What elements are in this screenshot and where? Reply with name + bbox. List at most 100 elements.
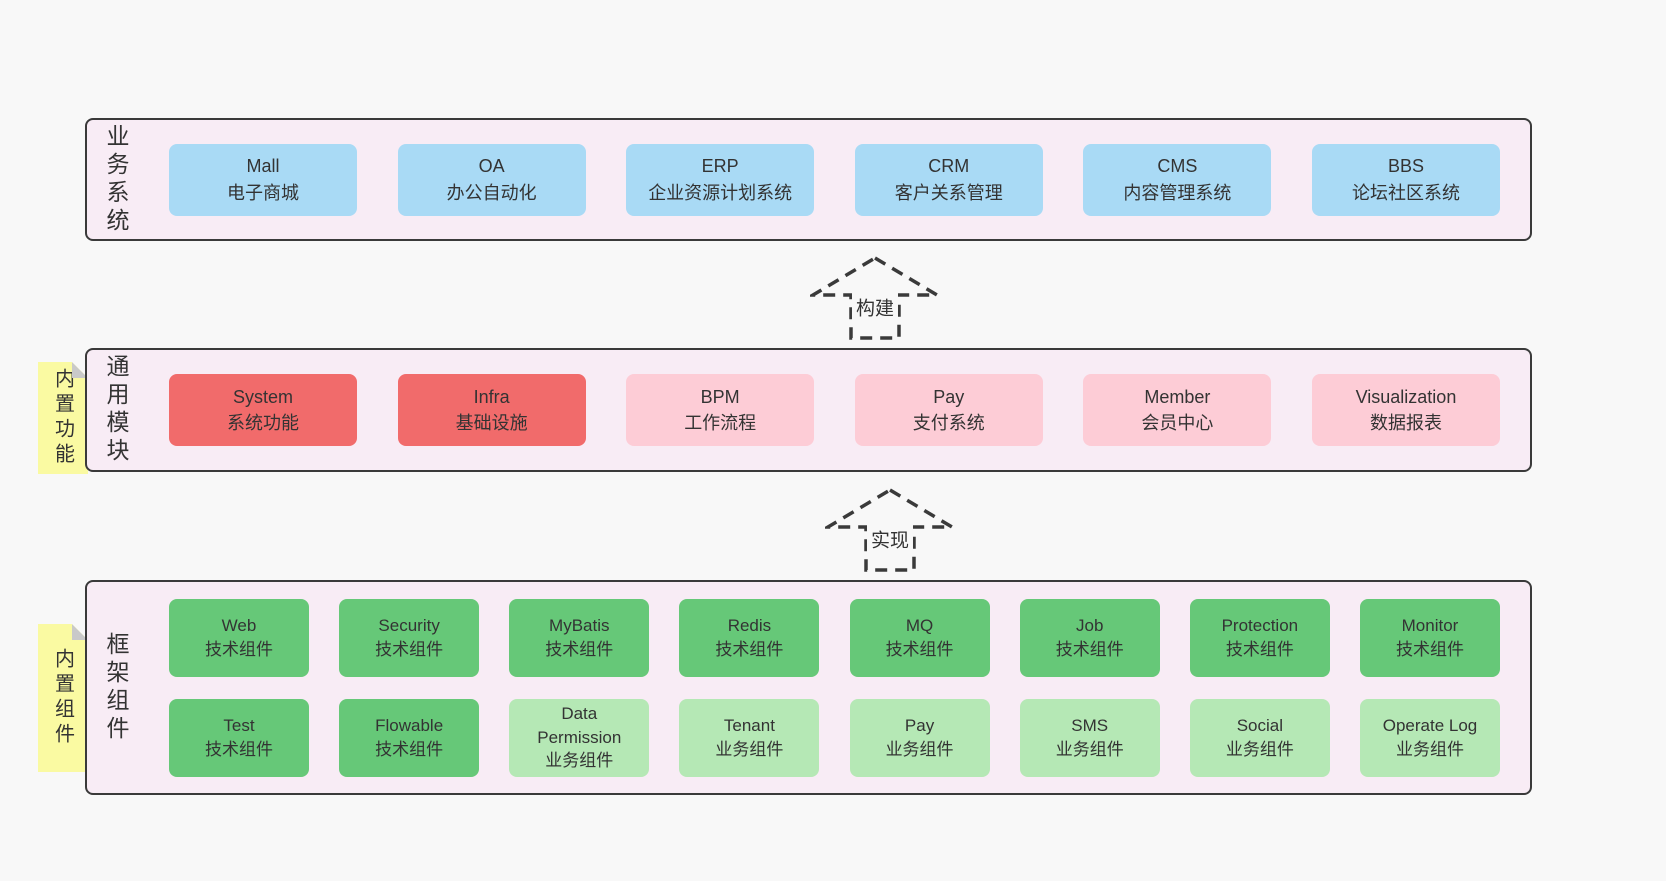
box-monitor: Monitor 技术组件 (1359, 598, 1500, 677)
box-subtitle: 技术组件 (205, 739, 273, 759)
box-title: ERP (701, 156, 739, 177)
box-system: System 系统功能 (169, 374, 357, 446)
box-erp: ERP 企业资源计划系统 (626, 143, 815, 216)
box-redis: Redis 技术组件 (679, 598, 820, 677)
box-visualization: Visualization 数据报表 (1311, 374, 1500, 446)
band-label: 业务系统 (103, 123, 129, 236)
box-title: Test (223, 715, 255, 735)
box-subtitle: 业务组件 (1055, 739, 1124, 759)
box-subtitle: 技术组件 (1225, 639, 1294, 659)
band-business-systems: 业务系统 Mall 电子商城 OA 办公自动化 ERP 企业资源计划系统 CRM… (85, 118, 1532, 241)
box-oa: OA 办公自动化 (397, 143, 586, 216)
box-title: BPM (700, 386, 740, 407)
box-web: Web 技术组件 (169, 598, 309, 677)
box-subtitle: 技术组件 (1055, 639, 1124, 659)
sticky-note-built-in-features: 内置功能 (38, 362, 88, 474)
band-content: System 系统功能 Infra 基础设施 BPM 工作流程 Pay 支付系统… (135, 350, 1530, 470)
box-pay-component: Pay 业务组件 (849, 698, 990, 777)
box-title: OA (478, 156, 505, 177)
box-title: Tenant (723, 715, 775, 735)
box-mall: Mall 电子商城 (169, 143, 357, 216)
box-title: Visualization (1355, 386, 1457, 407)
box-subtitle: 技术组件 (205, 639, 273, 659)
box-subtitle: 工作流程 (684, 413, 757, 433)
box-title: Web (221, 615, 257, 635)
box-title: BBS (1387, 156, 1424, 177)
band-label: 框架组件 (103, 631, 129, 744)
box-subtitle: 系统功能 (227, 413, 299, 433)
box-title: MyBatis (549, 615, 610, 635)
up-arrow-implement: 实现 (825, 487, 955, 573)
box-subtitle: 数据报表 (1369, 413, 1442, 433)
box-tenant: Tenant 业务组件 (679, 698, 820, 777)
band-label: 通用模块 (103, 354, 129, 466)
box-subtitle: 论坛社区系统 (1351, 182, 1460, 203)
box-subtitle: 技术组件 (375, 639, 444, 659)
box-subtitle: 基础设施 (455, 413, 528, 433)
box-title: Pay (904, 715, 935, 735)
sticky-note-label: 内置组件 (51, 648, 74, 748)
sticky-note-label: 内置功能 (51, 368, 74, 468)
band-content: Mall 电子商城 OA 办公自动化 ERP 企业资源计划系统 CRM 客户关系… (135, 120, 1530, 239)
box-title: SMS (1071, 715, 1109, 735)
box-title: Security (378, 615, 440, 635)
box-subtitle: 业务组件 (715, 739, 784, 759)
box-protection: Protection 技术组件 (1189, 598, 1330, 677)
up-arrow-build: 构建 (810, 255, 940, 341)
box-operate-log: Operate Log 业务组件 (1359, 698, 1500, 777)
box-title: System (232, 386, 293, 407)
box-subtitle: 技术组件 (545, 639, 614, 659)
box-subtitle: 技术组件 (1395, 639, 1464, 659)
box-flowable: Flowable 技术组件 (339, 698, 480, 777)
box-title: Data Permission (537, 703, 622, 747)
box-security: Security 技术组件 (339, 598, 480, 677)
box-subtitle: 内容管理系统 (1123, 182, 1232, 203)
box-mq: MQ 技术组件 (849, 598, 990, 677)
component-row-1: Web 技术组件 Security 技术组件 MyBatis 技术组件 Redi… (169, 598, 1500, 677)
box-subtitle: 技术组件 (375, 739, 444, 759)
box-title: Mall (246, 156, 280, 177)
band-framework-components: 框架组件 Web 技术组件 Security 技术组件 MyBatis 技术组件… (85, 580, 1532, 795)
arrow-label: 实现 (866, 524, 914, 554)
box-sms: SMS 业务组件 (1019, 698, 1160, 777)
box-subtitle: 技术组件 (885, 639, 954, 659)
box-subtitle: 技术组件 (715, 639, 784, 659)
box-crm: CRM 客户关系管理 (854, 143, 1043, 216)
box-title: Infra (473, 386, 510, 407)
box-bbs: BBS 论坛社区系统 (1311, 143, 1500, 216)
box-mybatis: MyBatis 技术组件 (509, 598, 650, 677)
box-cms: CMS 内容管理系统 (1083, 143, 1272, 216)
box-subtitle: 办公自动化 (446, 182, 537, 203)
box-title: MQ (905, 615, 934, 635)
box-title: CMS (1157, 156, 1198, 177)
box-data-permission: Data Permission 业务组件 (509, 698, 650, 777)
box-subtitle: 支付系统 (912, 413, 985, 433)
box-title: Redis (727, 615, 772, 635)
sticky-note-built-in-components: 内置组件 (38, 624, 88, 772)
box-subtitle: 客户关系管理 (894, 182, 1003, 203)
box-test: Test 技术组件 (169, 698, 309, 777)
box-subtitle: 业务组件 (545, 751, 614, 771)
component-row-2: Test 技术组件 Flowable 技术组件 Data Permission … (169, 698, 1500, 777)
box-job: Job 技术组件 (1019, 598, 1160, 677)
box-subtitle: 业务组件 (1225, 739, 1294, 759)
box-title: Pay (933, 386, 965, 407)
box-infra: Infra 基础设施 (397, 374, 586, 446)
box-subtitle: 企业资源计划系统 (648, 182, 793, 203)
box-member: Member 会员中心 (1083, 374, 1272, 446)
box-title: Job (1075, 615, 1104, 635)
box-subtitle: 业务组件 (1395, 739, 1464, 759)
box-title: Flowable (375, 715, 444, 735)
box-subtitle: 会员中心 (1141, 413, 1214, 433)
box-title: CRM (928, 156, 970, 177)
box-title: Protection (1221, 615, 1299, 635)
box-title: Social (1236, 715, 1283, 735)
box-subtitle: 业务组件 (885, 739, 954, 759)
box-pay-module: Pay 支付系统 (854, 374, 1043, 446)
box-title: Monitor (1401, 615, 1459, 635)
box-title: Operate Log (1382, 715, 1478, 735)
arrow-label: 构建 (851, 292, 899, 322)
band-content: Web 技术组件 Security 技术组件 MyBatis 技术组件 Redi… (135, 582, 1530, 793)
box-subtitle: 电子商城 (227, 182, 299, 203)
